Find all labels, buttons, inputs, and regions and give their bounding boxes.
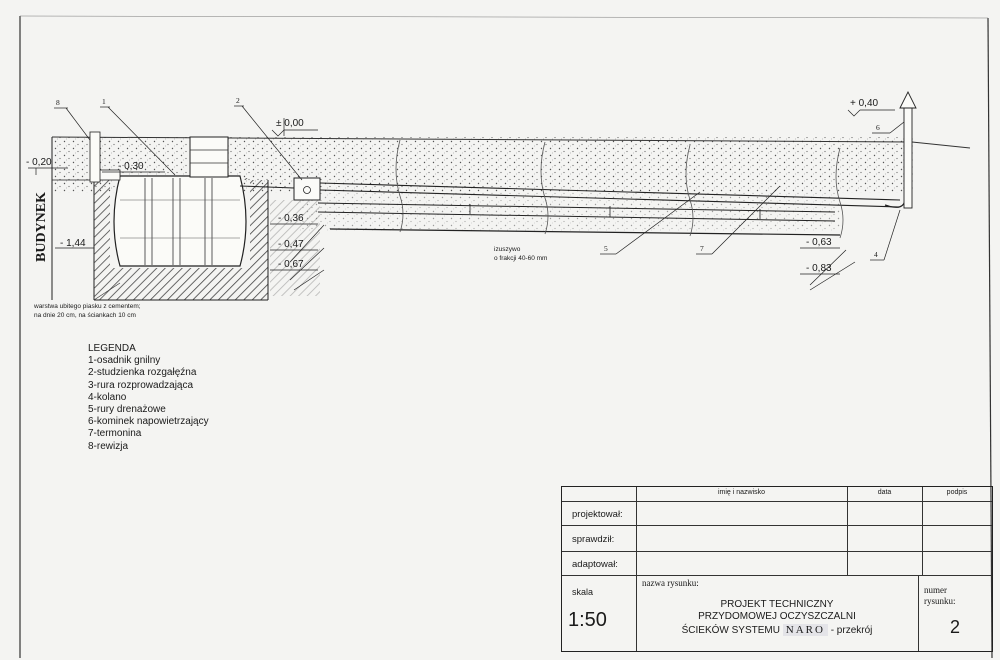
inspection-riser (89, 131, 101, 183)
title-line-3-suffix: - przekrój (830, 625, 873, 636)
drawing-name-label: nazwa rysunku: (642, 578, 699, 588)
level-minus-063: - 0,63 (806, 237, 832, 248)
legend-item: 7-termonina (88, 428, 142, 440)
legend-item: 6-kominek napowietrzający (88, 416, 209, 428)
level-minus-083: - 0,83 (806, 263, 832, 274)
level-minus-047: - 0,47 (278, 239, 304, 250)
building-label: BUDYNEK (34, 192, 49, 262)
number-label-1: numer (924, 585, 947, 595)
title-line-3-prefix: ŚCIEKÓW SYSTEMU (681, 625, 780, 636)
drawing-number: 2 (949, 617, 960, 637)
number-label-2: rysunku: (924, 596, 956, 606)
sand-bedding (93, 178, 269, 301)
legend-title: LEGENDA (88, 343, 136, 354)
system-name: NARO (782, 624, 828, 636)
pipe-run (239, 182, 906, 236)
callout-4: 4 (874, 250, 878, 259)
level-minus-036: - 0,36 (278, 213, 304, 224)
root-lines (395, 139, 844, 239)
vent-stack (899, 90, 917, 209)
col-header-date: data (877, 489, 892, 496)
scale-label: skala (572, 587, 594, 597)
legend-item: 2-studzienka rozgałęźna (88, 367, 197, 379)
col-header-name: imię i nazwisko (717, 489, 766, 496)
legend-item: 5-rury drenażowe (88, 404, 166, 416)
title-line-1: PROJEKT TECHNICZNY (720, 599, 834, 610)
level-markers (28, 109, 895, 291)
callout-6: 6 (876, 123, 880, 132)
level-minus-030: - 0,30 (118, 161, 144, 172)
col-header-signature: podpis (946, 489, 968, 496)
legend-item: 3-rura rozprowadzająca (88, 379, 194, 391)
level-vent-top: + 0,40 (850, 98, 879, 109)
level-minus-020: - 0,20 (26, 157, 52, 168)
row-designed-label: projektował: (572, 509, 623, 520)
legend-item: 4-kolano (88, 391, 127, 403)
callout-1: 1 (102, 97, 106, 106)
legend-item: 8-rewizja (88, 440, 129, 452)
scale-value: 1:50 (568, 609, 607, 631)
title-line-2: PRZYDOMOWEJ OCZYSZCZALNI (698, 611, 856, 622)
row-checked-label: sprawdził: (572, 534, 615, 545)
septic-tank (93, 136, 247, 267)
legend-item: 1-osadnik gnilny (88, 355, 161, 367)
level-minus-144: - 1,44 (60, 238, 86, 249)
sand-note-line2: na dnie 20 cm, na ściankach 10 cm (34, 312, 136, 319)
title-line-3: ŚCIEKÓW SYSTEMU NARO - przekrój (636, 624, 918, 636)
gravel-note-line2: o frakcji 40-60 mm (494, 255, 547, 262)
distribution-box (270, 177, 321, 296)
callout-5: 5 (604, 244, 608, 253)
callout-8: 8 (56, 98, 60, 107)
legend: LEGENDA 1-osadnik gnilny 2-studzienka ro… (88, 343, 209, 453)
row-adapted-label: adaptował: (572, 559, 618, 570)
gravel-note-line1: izuszywo (494, 246, 521, 253)
level-zero: ± 0,00 (276, 118, 304, 129)
callout-2: 2 (236, 96, 240, 105)
callout-leaders (54, 105, 905, 261)
callout-7: 7 (700, 244, 704, 253)
sand-note-line1: warstwa ubitego piasku z cementem; (33, 303, 141, 310)
level-minus-067: - 0,67 (278, 259, 304, 270)
title-block: imię i nazwisko data podpis projektował:… (561, 486, 993, 652)
